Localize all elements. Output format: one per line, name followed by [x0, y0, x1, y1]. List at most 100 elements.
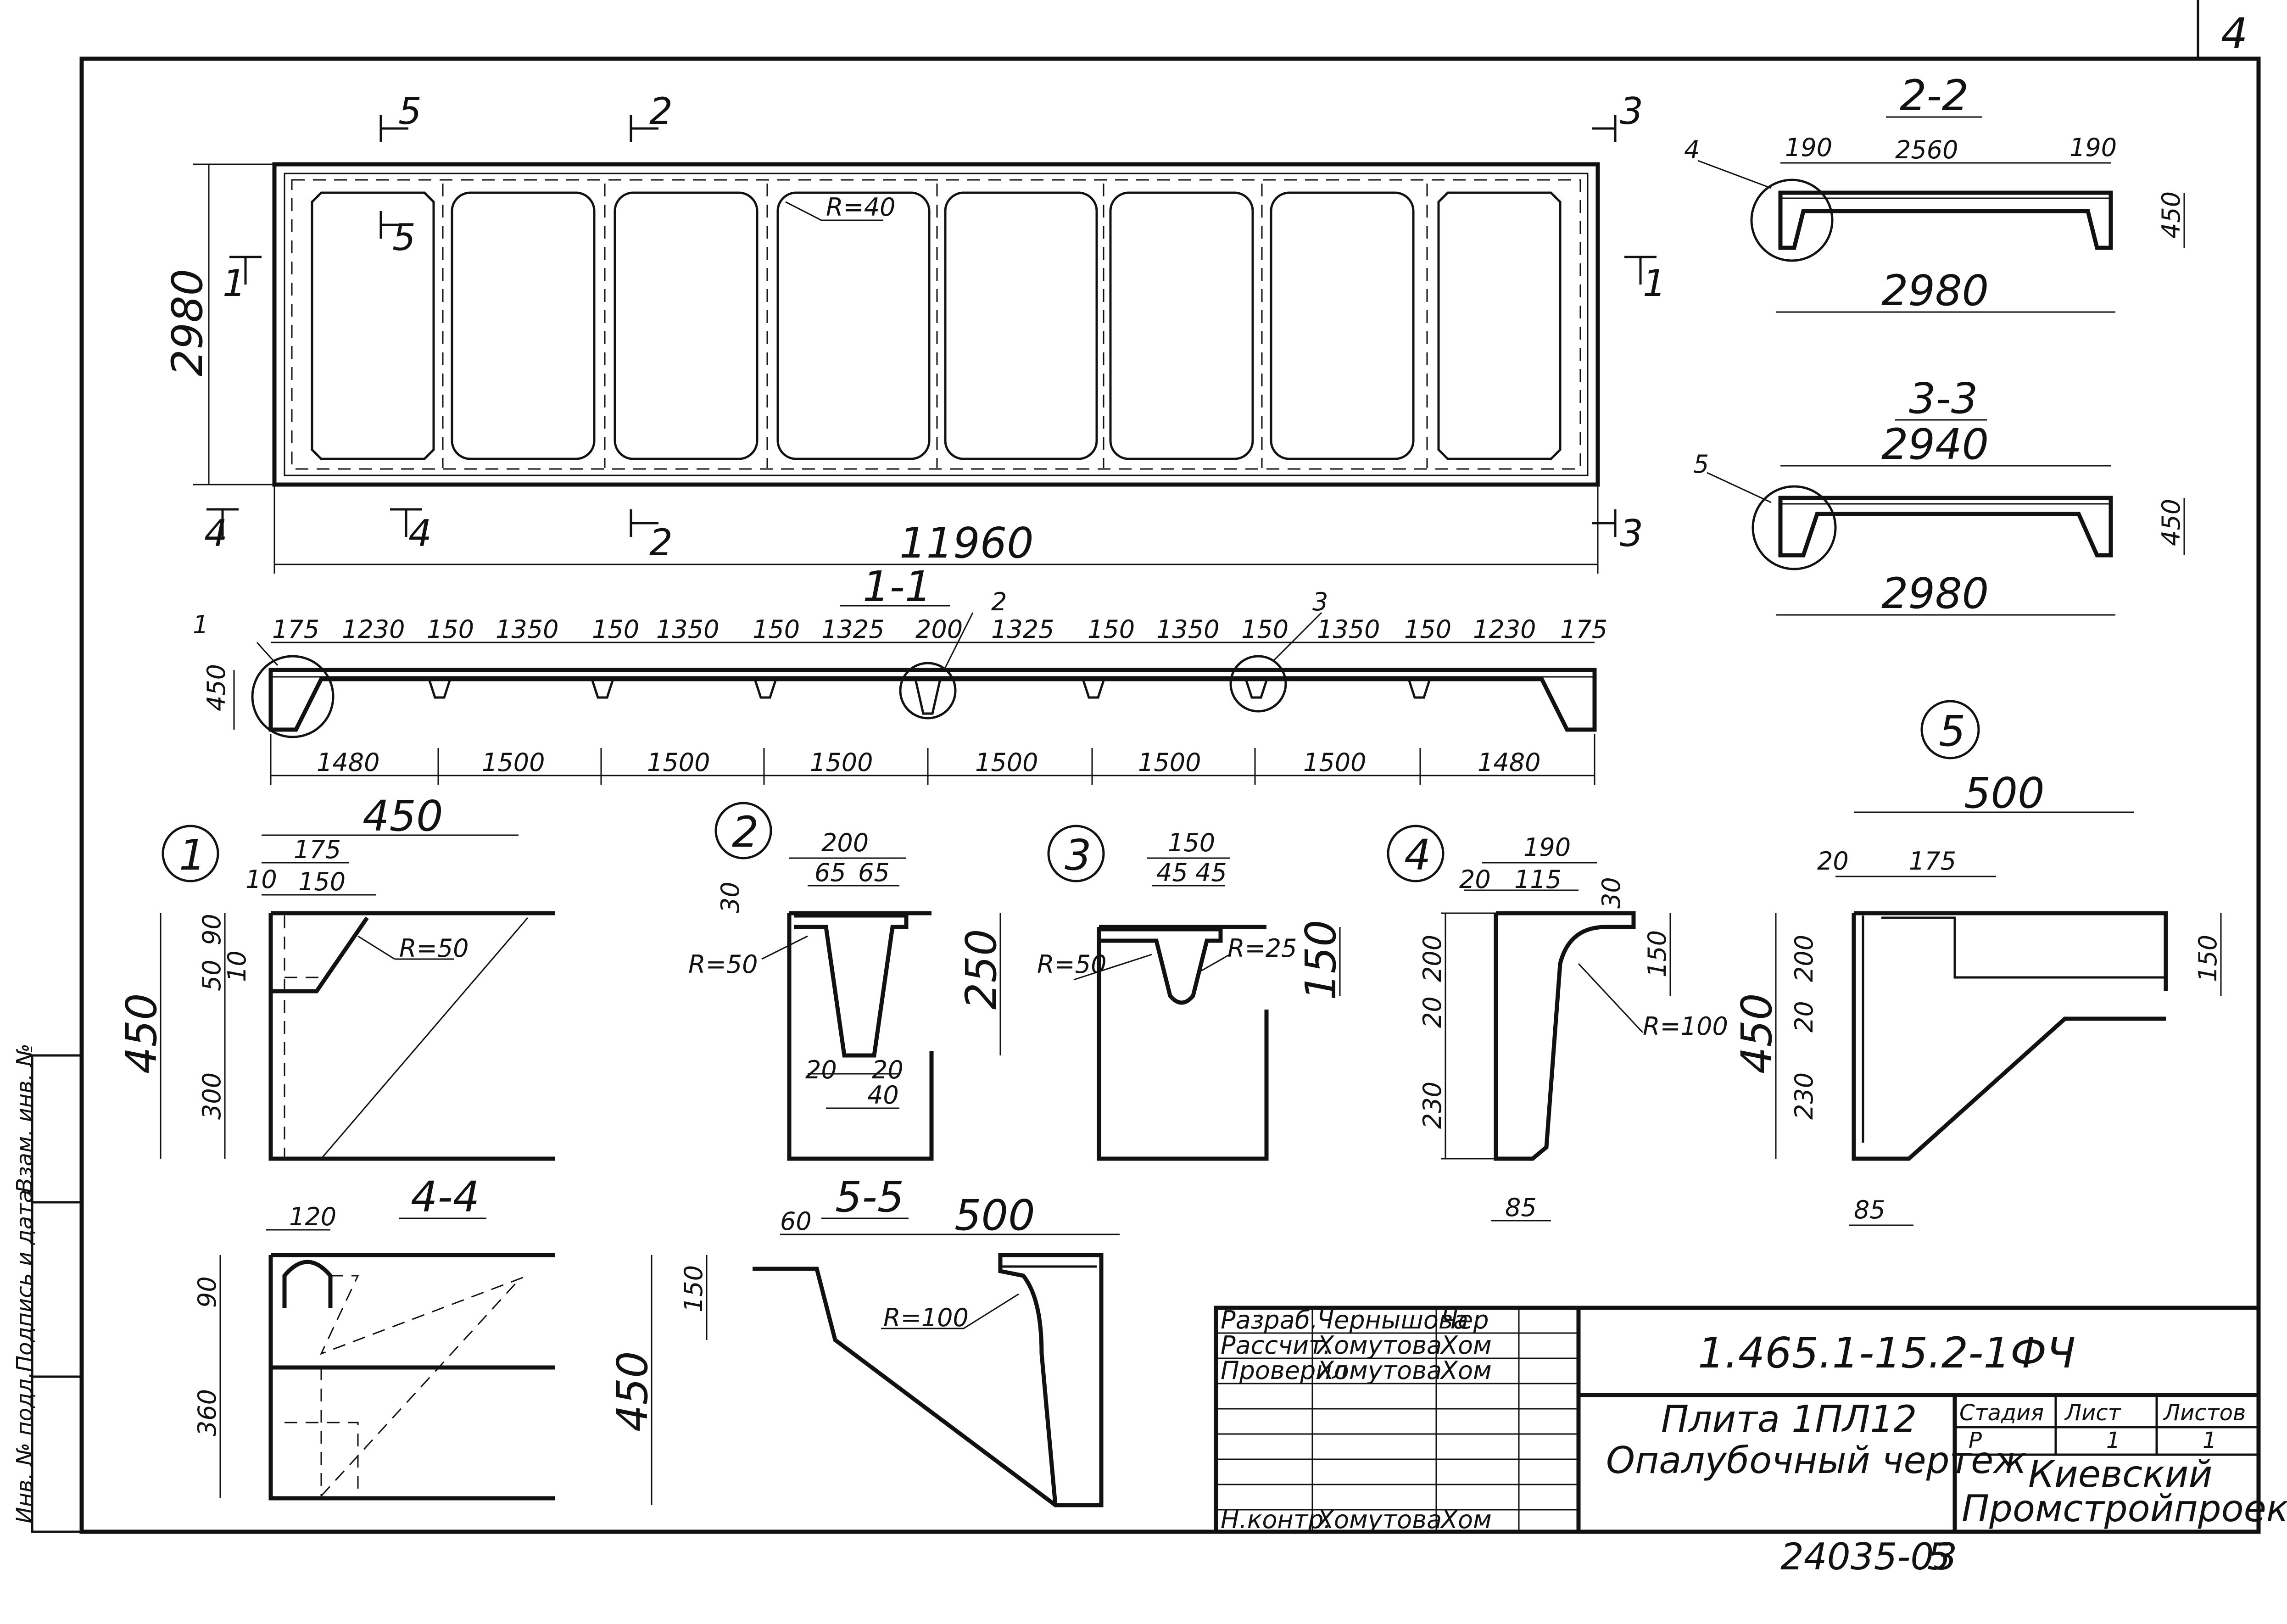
dimension-label: 1 [2203, 1428, 2217, 1453]
dimension-label: Хом [1439, 1331, 1492, 1360]
dimension-label: 85 [1854, 1195, 1885, 1224]
dimension-label: 3-3 [1909, 374, 1978, 423]
cut-mark-top-5: 5 [398, 90, 422, 133]
dimension-label: Стадия [1959, 1400, 2044, 1426]
section-1-1: 1-1 1 2 3 175 1230 150 1350 150 1350 150… [193, 562, 1607, 785]
dimension-label: 20 [1459, 865, 1491, 894]
dimension-label: 150 [1088, 615, 1135, 644]
plan-view: R=40 11960 2980 5 2 3 5 1 1 4 4 2 [163, 90, 1666, 574]
doc-number: 1.465.1-15.2-1ФЧ [1698, 1328, 2075, 1378]
dimension-label: 1480 [317, 748, 379, 777]
dimension-label: 300 [197, 1072, 226, 1120]
dimension-label: 2-2 [1900, 71, 1969, 120]
dimension-label: 3 [1065, 831, 1092, 880]
dimension-label: 450 [117, 993, 166, 1074]
dimension-label: 65 [858, 858, 890, 887]
dimension-label: 60 [780, 1207, 812, 1236]
dimension-label: 250 [957, 929, 1006, 1010]
dimension-label: 200 [821, 828, 869, 857]
cut-mark-left-4: 4 [204, 512, 228, 555]
rib-6 [1244, 679, 1268, 699]
dimension-label: 50 [197, 960, 226, 991]
dimension-label: R=25 [1227, 934, 1297, 963]
dimension-label: 5 [1939, 707, 1966, 756]
dimension-label: 190 [1523, 833, 1571, 862]
dimension-label: 1350 [1156, 615, 1219, 644]
plan-length-dim: 11960 [899, 519, 1034, 568]
dimension-label: 1 [2106, 1428, 2120, 1453]
dimension-label: 90 [193, 1276, 222, 1308]
callout-circle-2 [899, 662, 957, 720]
dimension-label: 1350 [656, 615, 719, 644]
dimension-label: Хомутова [1316, 1505, 1442, 1534]
dimension-label: Киевский [2028, 1453, 2212, 1496]
detail-1: 1 450 175 10 150 90 50 10 300 450 R=50 [117, 792, 555, 1161]
dimension-label: 150 [679, 1265, 708, 1312]
dimension-label: R=50 [399, 934, 469, 963]
rib-7 [1407, 679, 1431, 699]
dimension-label: 5-5 [835, 1172, 904, 1222]
dimension-label: 450 [2157, 499, 2186, 546]
plan-cell-6 [1109, 191, 1254, 460]
dimension-label: 1480 [1478, 748, 1540, 777]
dimension-label: 175 [1560, 615, 1607, 644]
dimension-label: 4 [1684, 135, 1700, 164]
dimension-label: 4-4 [411, 1172, 480, 1222]
dimension-label: 230 [1790, 1072, 1818, 1120]
dimension-label: Н.контр. [1221, 1505, 1332, 1534]
product-name: Плита 1ПЛ12 [1661, 1398, 1917, 1440]
plan-cell-4 [776, 191, 931, 460]
sheet-frame [79, 56, 2261, 1534]
dimension-label: Рассчит. [1221, 1331, 1331, 1360]
dimension-label: 1350 [1317, 615, 1380, 644]
plan-cell-5 [944, 191, 1098, 460]
dimension-label: 150 [427, 615, 474, 644]
dimension-label: Хомутова [1316, 1331, 1442, 1360]
dimension-label: 85 [1505, 1193, 1537, 1222]
side-stamp: Инв. № подл. Подпись и дата Взам. инв. № [12, 1044, 83, 1533]
dimension-label: Чер [1441, 1306, 1489, 1334]
dimension-label: Хомутова [1316, 1356, 1442, 1385]
cut-mark-right-1: 1 [1643, 262, 1666, 305]
section-3-3: 3-3 5 2940 450 2980 [1693, 374, 2186, 618]
section-5-5: 5-5 450 150 60 500 R=100 [608, 1172, 1120, 1507]
dimension-label: 2 [732, 808, 759, 857]
dimension-label: 360 [193, 1389, 222, 1436]
dimension-label: 150 [2193, 935, 2222, 982]
dimension-label: 2940 [1881, 420, 1989, 469]
dimension-label: 1325 [821, 615, 884, 644]
dimension-label: 150 [1241, 615, 1289, 644]
dimension-label: 450 [363, 792, 443, 841]
dimension-label: 150 [1168, 828, 1215, 857]
detail-4: 4 190 20 115 30 200 20 230 150 R=100 85 [1387, 825, 1728, 1222]
dimension-label: 150 [1296, 920, 1345, 1000]
dimension-label: 1230 [1473, 615, 1536, 644]
dimension-label: 1500 [482, 748, 545, 777]
dimension-label: 4 [1404, 831, 1431, 880]
dimension-label: 1325 [991, 615, 1054, 644]
rib-3 [753, 679, 777, 699]
detail-2: 2 200 65 65 30 R=50 250 20 20 40 [688, 802, 1006, 1161]
section-4-4: 4-4 120 90 360 [193, 1172, 555, 1501]
rib-center [914, 679, 942, 715]
dimension-label: R=100 [1643, 1012, 1728, 1041]
dimension-label: 1 [179, 831, 206, 880]
dimension-label: 1350 [496, 615, 558, 644]
section-1-1-title: 1-1 [863, 562, 932, 611]
dimension-label: 200 [1418, 935, 1447, 982]
dimension-label: 10 [245, 865, 277, 894]
plan-width-dim: 2980 [163, 269, 212, 376]
callout-2-label: 2 [991, 587, 1007, 616]
plan-cell-1 [311, 191, 435, 460]
dimension-label: 10 [223, 950, 251, 982]
dimension-label: 1500 [1138, 748, 1201, 777]
side-stamp-sign: Подпись и дата [12, 1189, 38, 1372]
plan-radius-label: R=40 [826, 193, 895, 222]
dimension-label: 120 [289, 1202, 336, 1231]
dimension-label: 20 [1817, 847, 1849, 876]
dimension-label: 190 [2069, 133, 2117, 162]
dimension-label: 1230 [342, 615, 405, 644]
title-block: Разраб. Чернышова Чер Рассчит. Хомутова … [1214, 1306, 2287, 1534]
drawing-type: Опалубочный чертеж [1606, 1439, 2026, 1482]
rib-2 [591, 679, 614, 699]
